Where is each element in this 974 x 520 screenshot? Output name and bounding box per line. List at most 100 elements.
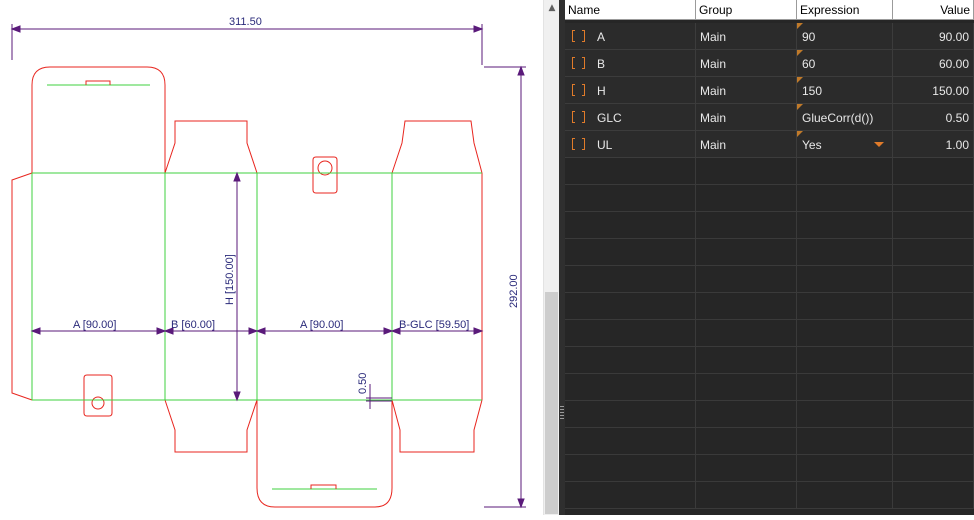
empty-cell	[696, 212, 797, 239]
parameter-row-b[interactable]: B Main 60 60.00	[565, 50, 974, 77]
empty-cell	[893, 185, 974, 212]
empty-row	[565, 212, 974, 239]
parameter-value: 1.00	[893, 131, 974, 157]
canvas-scrollbar[interactable]: ▲	[543, 0, 560, 515]
dim-total-height: 292.00	[508, 274, 520, 308]
parameter-name: H	[597, 84, 606, 98]
empty-cell	[696, 320, 797, 347]
parameter-name-cell: H	[565, 77, 696, 103]
empty-cell	[893, 347, 974, 374]
empty-cell	[893, 158, 974, 185]
empty-row	[565, 266, 974, 293]
column-header-value[interactable]: Value	[893, 0, 974, 20]
empty-cell	[696, 239, 797, 266]
parameter-expression-cell[interactable]: 150	[797, 77, 893, 103]
parameter-row-a[interactable]: A Main 90 90.00	[565, 23, 974, 50]
empty-cell	[893, 482, 974, 509]
parameter-expression-cell[interactable]: 60	[797, 50, 893, 76]
parameter-bracket-icon	[572, 138, 585, 150]
panel-splitter[interactable]	[559, 0, 565, 515]
parameter-row-glc[interactable]: GLC Main GlueCorr(d()) 0.50	[565, 104, 974, 131]
parameter-value: 0.50	[893, 104, 974, 130]
dim-total-width: 311.50	[229, 16, 262, 28]
empty-cell	[797, 266, 893, 293]
scroll-up-icon[interactable]: ▲	[548, 3, 556, 13]
empty-cell	[696, 266, 797, 293]
parameter-expression-dropdown[interactable]: Yes	[797, 131, 893, 157]
empty-cell	[696, 401, 797, 428]
cut-lines	[11, 66, 483, 508]
scroll-thumb[interactable]	[545, 292, 558, 514]
empty-cell	[565, 482, 696, 509]
parameter-name-cell: A	[565, 23, 696, 49]
empty-cell	[797, 482, 893, 509]
parameter-group: Main	[696, 77, 797, 103]
parameter-row-ul[interactable]: UL Main Yes 1.00	[565, 131, 974, 158]
empty-row	[565, 185, 974, 212]
empty-row	[565, 320, 974, 347]
empty-cell	[696, 455, 797, 482]
parameter-name-cell: UL	[565, 131, 696, 157]
empty-cell	[893, 401, 974, 428]
column-header-expression[interactable]: Expression	[797, 0, 893, 20]
grip-icon	[560, 406, 564, 420]
parameter-name: A	[597, 30, 606, 44]
box-dieline-drawing: 311.50 292.00 A [90.00] B [60.00] A [90.…	[10, 16, 526, 509]
dim-a-right: A [90.00]	[300, 319, 343, 331]
parameter-row-h[interactable]: H Main 150 150.00	[565, 77, 974, 104]
parameter-name: B	[597, 57, 606, 71]
parameter-expression-cell[interactable]: 90	[797, 23, 893, 49]
dim-b-glc: B-GLC [59.50]	[399, 319, 469, 331]
parameter-expression: 60	[802, 57, 816, 71]
column-header-name[interactable]: Name	[565, 0, 696, 20]
parameter-group: Main	[696, 104, 797, 130]
empty-cell	[893, 455, 974, 482]
parameter-name: UL	[597, 138, 613, 152]
column-header-group[interactable]: Group	[696, 0, 797, 20]
empty-cell	[565, 455, 696, 482]
parameter-value: 90.00	[893, 23, 974, 49]
parameter-expression-cell[interactable]: GlueCorr(d())	[797, 104, 893, 130]
empty-cell	[565, 266, 696, 293]
dimension-labels: 311.50 292.00 A [90.00] B [60.00] A [90.…	[73, 16, 520, 394]
parameter-bracket-icon	[572, 111, 585, 123]
parameter-bracket-icon	[572, 30, 585, 42]
empty-cell	[797, 185, 893, 212]
chevron-down-icon[interactable]	[874, 142, 884, 147]
empty-row	[565, 347, 974, 374]
empty-row	[565, 293, 974, 320]
empty-cell	[797, 455, 893, 482]
empty-cell	[797, 158, 893, 185]
empty-cell	[797, 293, 893, 320]
empty-cell	[893, 320, 974, 347]
empty-cell	[696, 347, 797, 374]
parameter-grid: Name Group Expression Value A Main 90 90…	[565, 0, 974, 515]
dim-b: B [60.00]	[171, 319, 215, 331]
empty-cell	[565, 212, 696, 239]
empty-cell	[696, 374, 797, 401]
empty-cell	[696, 185, 797, 212]
parameter-name-cell: GLC	[565, 104, 696, 130]
empty-row	[565, 158, 974, 185]
empty-cell	[696, 428, 797, 455]
empty-cell	[696, 482, 797, 509]
empty-row	[565, 374, 974, 401]
parameter-name-cell: B	[565, 50, 696, 76]
parameter-group: Main	[696, 131, 797, 157]
empty-cell	[565, 158, 696, 185]
parameter-expression: 150	[802, 84, 823, 98]
drawing-canvas[interactable]: 311.50 292.00 A [90.00] B [60.00] A [90.…	[0, 0, 543, 515]
empty-cell	[893, 266, 974, 293]
empty-row	[565, 482, 974, 509]
empty-row	[565, 428, 974, 455]
editable-corner-icon	[797, 50, 803, 56]
parameter-expression: 90	[802, 30, 816, 44]
parameter-value: 150.00	[893, 77, 974, 103]
parameter-group: Main	[696, 23, 797, 49]
empty-cell	[565, 239, 696, 266]
editable-corner-icon	[797, 131, 803, 137]
editable-corner-icon	[797, 104, 803, 110]
empty-cell	[797, 239, 893, 266]
parameter-name: GLC	[597, 111, 622, 125]
empty-cell	[797, 347, 893, 374]
